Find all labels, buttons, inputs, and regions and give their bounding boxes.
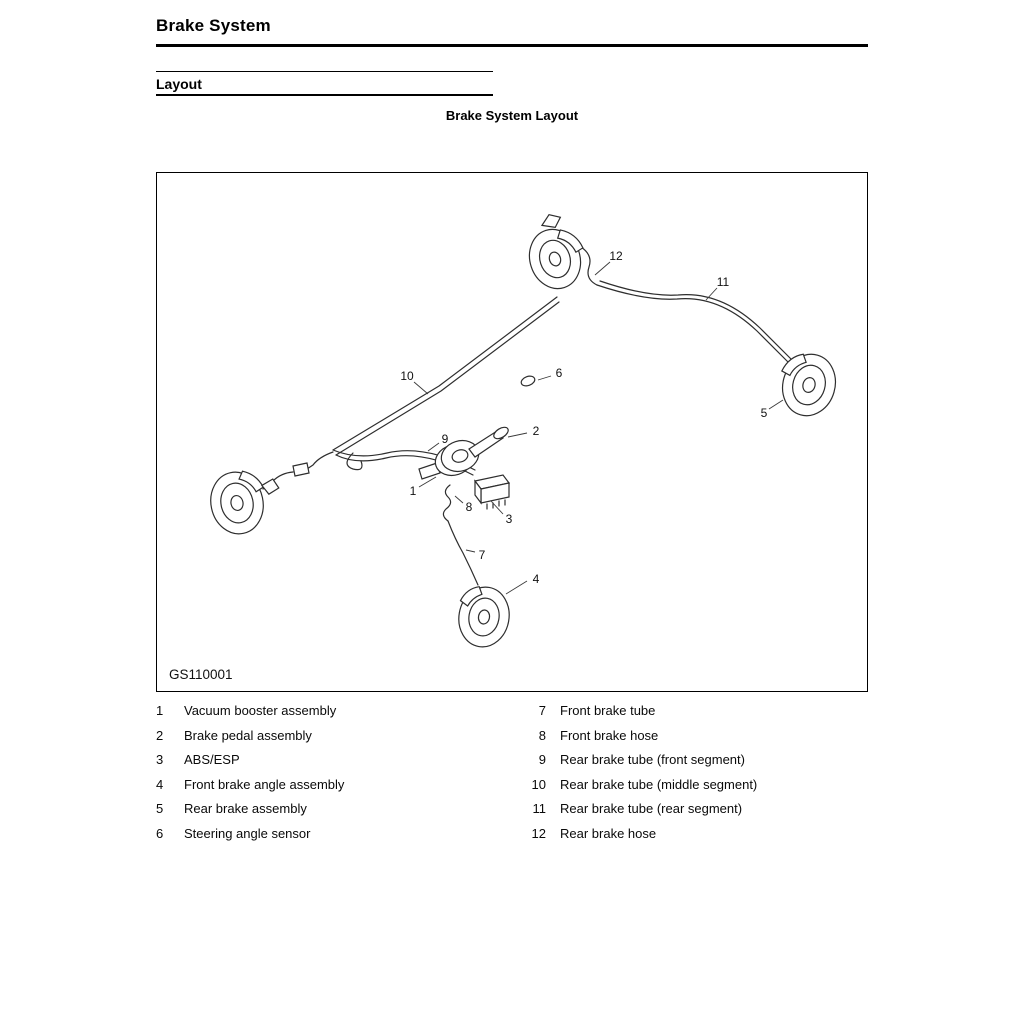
front-left-brake-hose-run bbox=[262, 451, 334, 490]
legend-item-number: 10 bbox=[531, 776, 546, 792]
legend-item: 2 Brake pedal assembly bbox=[156, 728, 530, 753]
legend-item-number: 6 bbox=[156, 825, 164, 841]
page-title: Brake System bbox=[156, 16, 271, 35]
legend-item: 12 Rear brake hose bbox=[530, 826, 868, 851]
callout-1: 1 bbox=[410, 484, 417, 498]
legend-column-right: 7 Front brake tube 8 Front brake hose 9 … bbox=[530, 703, 868, 850]
legend-item: 10 Rear brake tube (middle segment) bbox=[530, 777, 868, 802]
legend-item-number: 9 bbox=[538, 752, 546, 767]
legend-item-number: 12 bbox=[531, 825, 546, 841]
callout-11: 11 bbox=[717, 275, 730, 289]
callout-2: 2 bbox=[533, 424, 540, 438]
legend-item-label: Rear brake tube (rear segment) bbox=[560, 801, 743, 816]
legend-item-number: 5 bbox=[156, 801, 164, 816]
legend-column-left: 1 Vacuum booster assembly 2 Brake pedal … bbox=[156, 703, 530, 850]
legend-item-label: Rear brake tube (middle segment) bbox=[560, 776, 758, 792]
callout-7: 7 bbox=[479, 548, 486, 562]
legend-item-label: Steering angle sensor bbox=[184, 825, 311, 841]
title-rule bbox=[156, 44, 868, 47]
brake-system-diagram: 1 2 3 4 5 6 7 8 9 10 11 12 bbox=[210, 214, 837, 648]
legend-item: 8 Front brake hose bbox=[530, 728, 868, 753]
legend-item: 3 ABS/ESP bbox=[156, 752, 530, 777]
section-rule-bottom bbox=[156, 94, 493, 96]
steering-angle-sensor bbox=[520, 375, 536, 387]
figure-box: 1 2 3 4 5 6 7 8 9 10 11 12 GS110001 bbox=[156, 172, 868, 692]
legend-item: 11 Rear brake tube (rear segment) bbox=[530, 801, 868, 826]
callout-8: 8 bbox=[466, 500, 473, 514]
rear-brake-tube-middle-segment bbox=[332, 296, 560, 456]
callout-9: 9 bbox=[442, 432, 449, 446]
legend-item-label: Vacuum booster assembly bbox=[184, 703, 337, 718]
legend: 1 Vacuum booster assembly 2 Brake pedal … bbox=[156, 703, 868, 850]
legend-item: 9 Rear brake tube (front segment) bbox=[530, 752, 868, 777]
rear-brake-hose bbox=[580, 246, 598, 286]
front-right-brake-assembly bbox=[458, 586, 510, 648]
callout-10: 10 bbox=[400, 369, 414, 383]
rear-brake-tube-rear-segment bbox=[596, 280, 795, 366]
legend-item-number: 2 bbox=[156, 727, 164, 743]
callout-leaders bbox=[413, 261, 784, 595]
figure-caption: Brake System Layout bbox=[445, 108, 579, 123]
legend-item: 1 Vacuum booster assembly bbox=[156, 703, 530, 728]
section-rule-top bbox=[156, 71, 493, 72]
front-brake-hose bbox=[442, 484, 452, 522]
legend-item-number: 4 bbox=[156, 776, 164, 792]
legend-item: 7 Front brake tube bbox=[530, 703, 868, 728]
legend-item-label: Front brake hose bbox=[560, 727, 659, 743]
legend-item-label: Rear brake hose bbox=[560, 825, 657, 841]
rear-right-brake-assembly bbox=[781, 353, 837, 417]
callout-4: 4 bbox=[533, 572, 540, 586]
callout-5: 5 bbox=[761, 406, 768, 420]
abs-esp-unit bbox=[473, 474, 511, 510]
front-brake-tube bbox=[447, 520, 479, 586]
legend-item-label: Front brake tube bbox=[560, 703, 656, 718]
legend-item: 5 Rear brake assembly bbox=[156, 801, 530, 826]
front-left-brake-assembly bbox=[210, 470, 280, 535]
rear-left-brake-assembly bbox=[528, 214, 584, 290]
callout-3: 3 bbox=[506, 512, 513, 526]
legend-item-number: 7 bbox=[538, 703, 546, 718]
legend-item-label: Rear brake assembly bbox=[184, 801, 307, 816]
callout-6: 6 bbox=[556, 366, 563, 380]
legend-item-number: 11 bbox=[532, 801, 547, 816]
legend-item-label: ABS/ESP bbox=[184, 752, 240, 767]
legend-item: 4 Front brake angle assembly bbox=[156, 777, 530, 802]
legend-item-number: 1 bbox=[156, 703, 164, 718]
legend-item-label: Rear brake tube (front segment) bbox=[560, 752, 745, 767]
legend-item-number: 8 bbox=[538, 727, 546, 743]
legend-item-number: 3 bbox=[156, 752, 164, 767]
legend-item: 6 Steering angle sensor bbox=[156, 826, 530, 851]
legend-item-label: Front brake angle assembly bbox=[184, 776, 345, 792]
callout-12: 12 bbox=[609, 249, 623, 263]
legend-item-label: Brake pedal assembly bbox=[184, 727, 312, 743]
brake-pedal-assembly bbox=[468, 426, 509, 458]
section-heading: Layout bbox=[156, 76, 202, 92]
figure-code: GS110001 bbox=[169, 667, 233, 682]
